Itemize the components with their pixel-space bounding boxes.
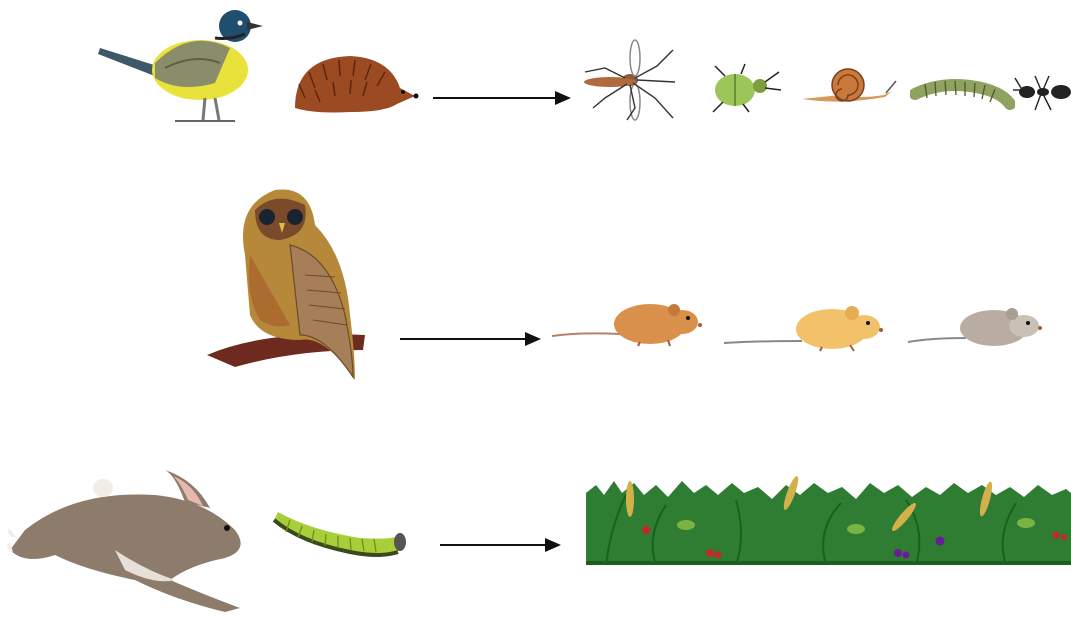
ant-icon <box>1013 68 1071 116</box>
hedgehog-icon <box>285 48 420 118</box>
mouse-icon <box>906 296 1046 352</box>
bird-icon <box>95 8 270 128</box>
mouse-icon <box>722 293 887 353</box>
caterpillar-icon <box>270 500 410 560</box>
millipede-icon <box>910 72 1015 112</box>
mouse-icon <box>550 288 705 348</box>
arrow-icon <box>400 329 545 349</box>
mosquito-icon <box>575 38 680 123</box>
grass-plants-icon <box>586 475 1071 565</box>
beetle-icon <box>705 62 783 114</box>
arrow-icon <box>433 88 573 108</box>
owl-icon <box>205 185 370 385</box>
snail-icon <box>800 65 898 105</box>
rabbit-icon <box>5 470 255 615</box>
arrow-icon <box>440 535 565 555</box>
